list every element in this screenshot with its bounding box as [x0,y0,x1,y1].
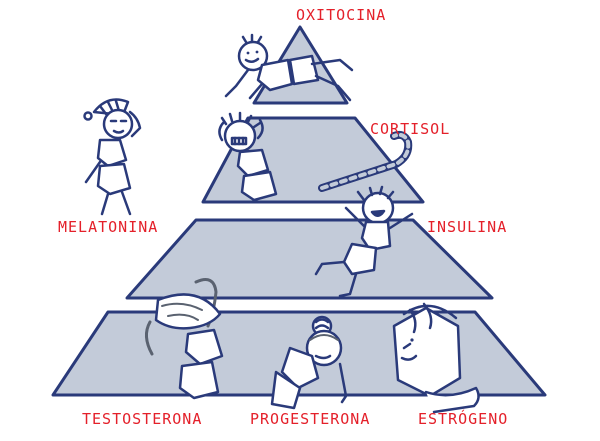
candy-cane-icon [318,130,413,192]
label-testosterone: TESTOSTERONA [82,410,203,428]
figure-cortisol [218,111,278,202]
label-insulin: INSULINA [427,218,508,236]
label-cortisol: CORTISOL [370,120,451,138]
label-estrogen: ESTRÓGENO [418,410,509,428]
pyramid-tier-middle [125,218,494,300]
figure-oxytocin [224,33,354,102]
figure-estrogen [392,302,480,414]
figure-insulin [314,185,414,298]
label-oxytocin: OXITOCINA [296,6,387,24]
label-progesterone: PROGESTERONA [250,410,371,428]
figure-testosterone [145,278,224,400]
figure-melatonin [83,98,142,216]
figure-progesterone [270,315,348,410]
label-melatonin: MELATONINA [58,218,159,236]
